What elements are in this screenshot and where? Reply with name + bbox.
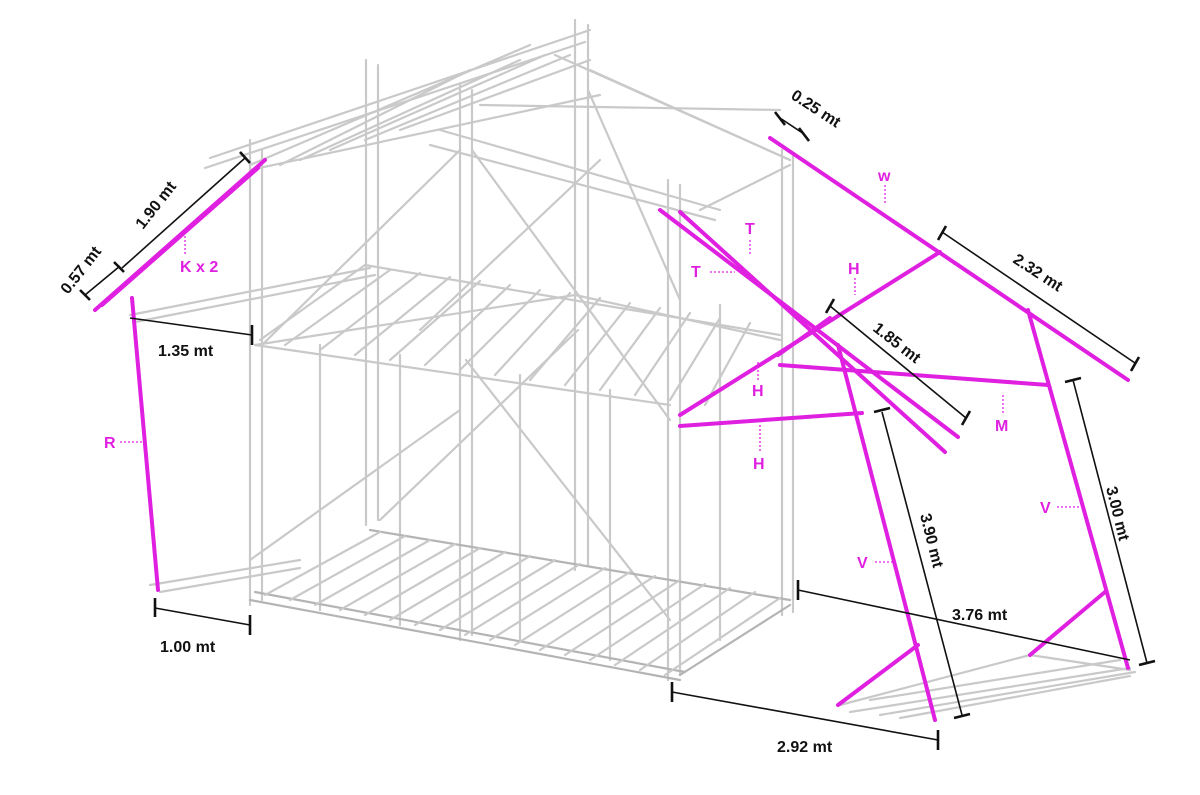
label-h-1: H: [848, 261, 860, 278]
dim-1-00: 1.00 mt: [160, 639, 216, 656]
dim-2-92: 2.92 mt: [777, 739, 833, 756]
member-h-2: [678, 411, 864, 428]
dimension-lines: [79, 111, 1156, 750]
dim-1-35: 1.35 mt: [158, 343, 214, 360]
member-k-second: [100, 166, 260, 307]
member-v-front-leg: [836, 643, 920, 707]
label-w: w: [877, 168, 891, 185]
dim-3-00: 3.00 mt: [1102, 485, 1132, 543]
member-v-back: [1026, 308, 1130, 670]
label-h-2: H: [752, 383, 764, 400]
dim-2-32: 2.32 mt: [1010, 251, 1066, 296]
scaffold-structure: [128, 18, 1137, 720]
member-h-3: [776, 316, 832, 357]
roof-structure: [203, 28, 792, 222]
label-v-1: V: [857, 555, 868, 572]
dim-0-57: 0.57 mt: [58, 243, 106, 297]
floor-grid: [148, 528, 792, 682]
member-v-back-leg: [1028, 590, 1107, 657]
dim-3-76: 3.76 mt: [952, 607, 1008, 624]
member-r: [130, 296, 160, 592]
label-r: R: [104, 435, 116, 452]
label-h-3: H: [753, 456, 765, 473]
label-t-2: T: [691, 264, 701, 281]
member-labels: K x 2 R w T T H H H M V V: [104, 168, 1051, 572]
member-w: [768, 136, 1130, 382]
diagonal-braces: [248, 88, 682, 622]
side-floor: [838, 653, 1137, 720]
label-m: M: [995, 418, 1008, 435]
label-leaders: [120, 185, 1080, 563]
vertical-posts: [248, 18, 795, 682]
member-v-front: [836, 343, 937, 722]
label-v-2: V: [1040, 500, 1051, 517]
label-t-1: T: [745, 221, 755, 238]
label-k: K x 2: [180, 259, 218, 276]
dim-0-25: 0.25 mt: [788, 87, 844, 132]
highlighted-members: [93, 136, 1130, 722]
member-t-1: [658, 208, 960, 439]
upper-deck: [128, 263, 782, 407]
dim-1-90: 1.90 mt: [133, 178, 181, 232]
